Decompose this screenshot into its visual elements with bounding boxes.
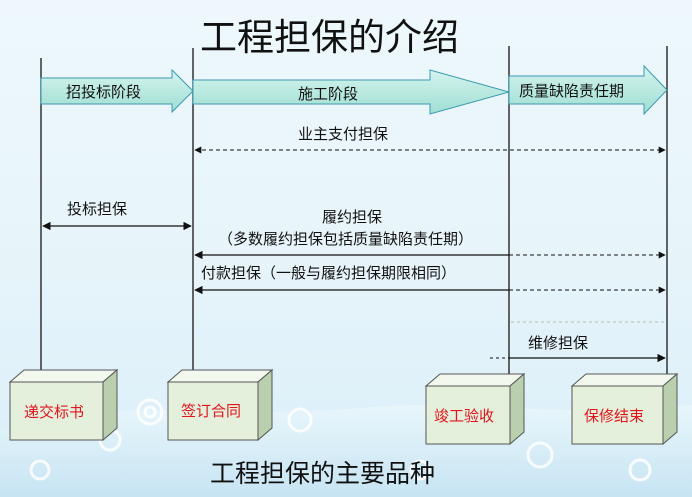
phase-label-defects: 质量缺陷责任期 [519,82,624,100]
milestone-label-submit-bid: 递交标书 [24,403,84,421]
phase-arrow-construction [192,69,511,115]
label-owner-payment-guarantee: 业主支付担保 [298,125,388,143]
phase-label-bidding: 招投标阶段 [66,83,141,101]
milestone-box-sign-contract: 签订合同 [166,368,274,442]
milestone-box-completion: 竣工验收 [424,372,526,446]
milestone-box-submit-bid: 递交标书 [8,368,119,442]
phase-arrows [40,64,668,116]
phase-label-construction: 施工阶段 [298,85,358,103]
phase-arrow-defects [508,64,668,116]
diagram-footer: 工程担保的主要品种 [210,459,435,488]
milestone-label-warranty-end: 保修结束 [584,407,644,425]
label-maintenance-guarantee: 维修担保 [528,334,588,352]
milestone-box-warranty-end: 保修结束 [570,372,679,446]
label-performance-guarantee: 履约担保 [322,208,382,226]
milestone-label-sign-contract: 签订合同 [181,402,241,420]
diagram-title: 工程担保的介绍 [200,16,459,59]
label-bid-guarantee: 投标担保 [67,200,127,218]
milestone-label-completion: 竣工验收 [434,407,494,425]
label-performance-note: （多数履约担保包括质量缺陷责任期） [218,230,473,248]
phase-arrow-bidding [40,68,194,114]
label-payment-guarantee: 付款担保（一般与履约担保期限相同） [201,264,456,282]
